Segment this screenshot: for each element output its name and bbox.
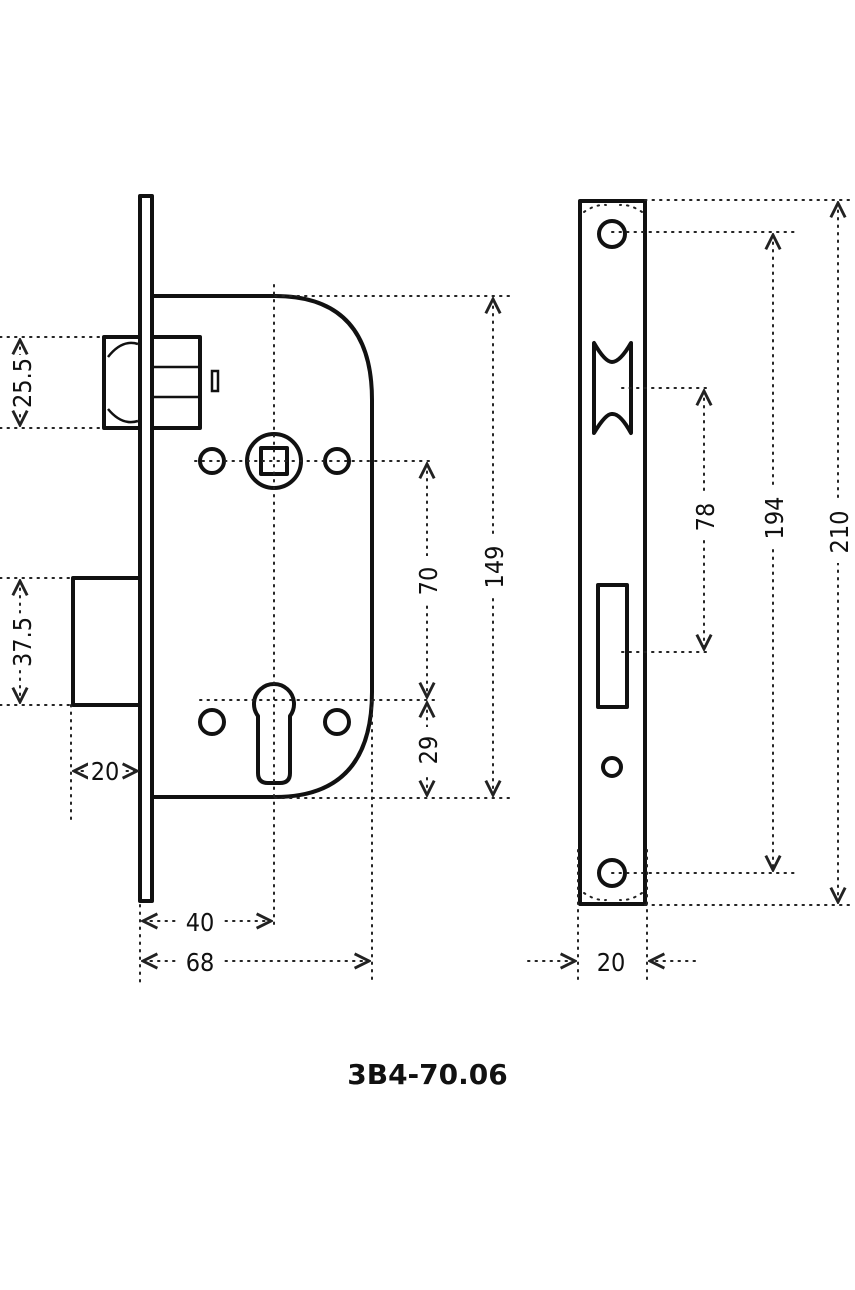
- dim-bolt-throw: 20: [91, 757, 120, 786]
- screw-hole: [323, 708, 351, 736]
- model-number: 3B4-70.06: [347, 1058, 508, 1091]
- dim-center-distance: 70: [414, 567, 443, 596]
- dim-strike-hole-spacing: 78: [691, 503, 720, 532]
- faceplate-view: 78 194 210 20: [527, 199, 854, 986]
- dead-bolt: [71, 576, 142, 707]
- dim-case-depth: 68: [186, 948, 215, 977]
- faceplate-small-hole: [601, 756, 623, 778]
- latch-opening: [592, 341, 633, 435]
- dim-faceplate-width: 20: [597, 948, 626, 977]
- latch-bolt: [102, 335, 220, 430]
- faceplate-screw-hole: [597, 219, 627, 249]
- cylinder-cutout: [252, 682, 296, 785]
- dim-cylinder-to-bottom: 29: [414, 736, 443, 765]
- dim-backset: 40: [186, 908, 215, 937]
- dim-screw-spacing: 194: [760, 497, 789, 540]
- dim-case-height: 149: [480, 546, 509, 589]
- screw-hole: [198, 708, 226, 736]
- dim-faceplate-length: 210: [825, 511, 854, 554]
- lock-case: [152, 294, 374, 799]
- dim-latch-height: 25.5: [8, 358, 37, 408]
- faceplate-screw-hole: [597, 858, 627, 888]
- lock-front-plate: [138, 194, 154, 903]
- lock-body-view: 25.5 37.5 20 40 68 70 29 149: [0, 194, 516, 986]
- dim-bolt-height: 37.5: [8, 617, 37, 667]
- faceplate: [578, 199, 647, 906]
- bolt-opening: [596, 583, 629, 709]
